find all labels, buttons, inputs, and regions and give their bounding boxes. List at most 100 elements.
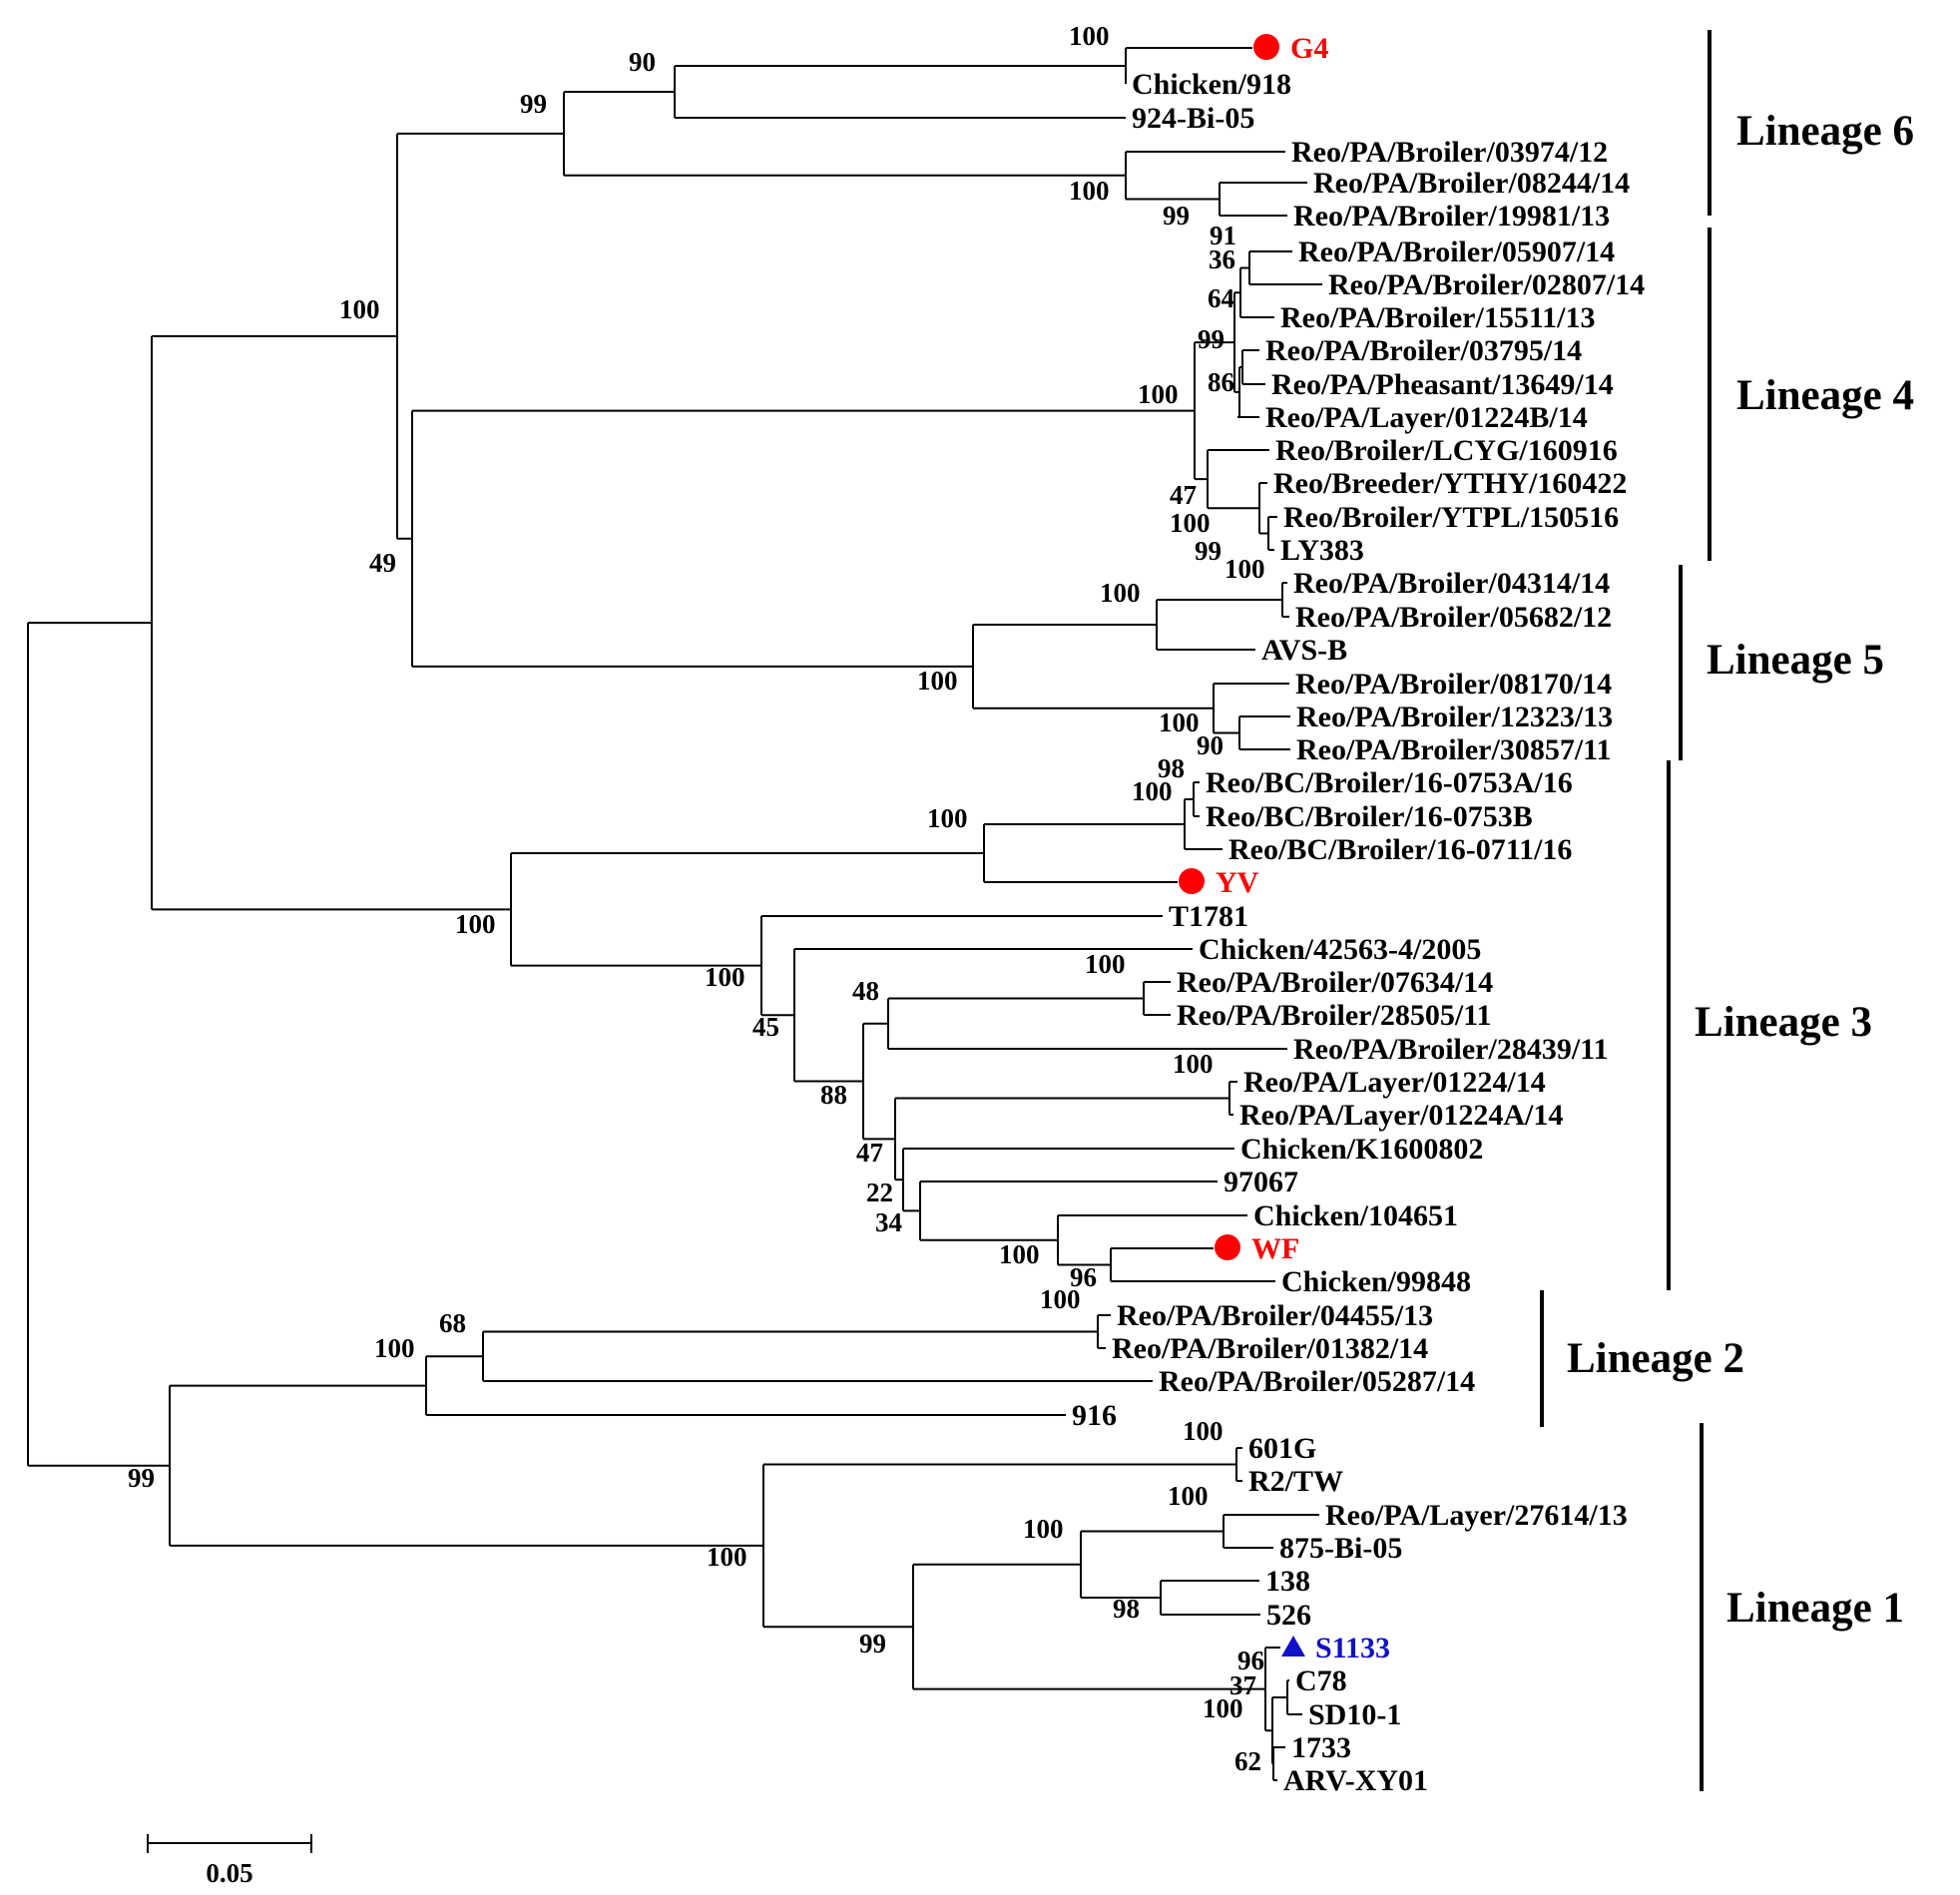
- leaf-label: Reo/Breeder/YTHY/160422: [1273, 467, 1627, 500]
- leaf-label: ARV-XY01: [1283, 1764, 1428, 1797]
- bootstrap-value: 47: [1170, 480, 1197, 510]
- bootstrap-value: 100: [1085, 949, 1126, 979]
- leaf-label: Reo/PA/Layer/01224/14: [1243, 1066, 1546, 1099]
- lineage-label: Lineage 6: [1736, 108, 1914, 155]
- leaf-label: Chicken/99848: [1281, 1265, 1471, 1298]
- leaf-label: Reo/BC/Broiler/16-0753B: [1206, 800, 1533, 833]
- leaf-label: R2/TW: [1248, 1465, 1343, 1498]
- leaf-label: Reo/PA/Broiler/05907/14: [1298, 236, 1615, 268]
- leaf-label: Reo/PA/Broiler/28505/11: [1177, 999, 1492, 1032]
- bootstrap-value: 98: [1158, 753, 1185, 783]
- leaf-label: 138: [1265, 1565, 1310, 1598]
- bootstrap-value: 64: [1208, 283, 1234, 313]
- red-circle-marker-icon: [1215, 1234, 1240, 1260]
- leaf-label: YV: [1216, 866, 1259, 899]
- leaf-label: 916: [1072, 1399, 1117, 1432]
- leaf-label: LY383: [1280, 534, 1364, 567]
- bootstrap-value: 34: [875, 1207, 902, 1237]
- bootstrap-value: 96: [1070, 1262, 1097, 1292]
- leaf-label: Reo/PA/Broiler/04314/14: [1293, 567, 1610, 600]
- leaf-label: AVS-B: [1261, 634, 1347, 667]
- bootstrap-value: 90: [629, 47, 656, 77]
- bootstrap-value: 90: [1197, 730, 1224, 760]
- leaf-label: Reo/PA/Layer/27614/13: [1325, 1499, 1628, 1532]
- bootstrap-value: 98: [1113, 1594, 1140, 1624]
- leaf-label: WF: [1251, 1232, 1299, 1265]
- leaf-label: 875-Bi-05: [1279, 1532, 1402, 1565]
- bootstrap-value: 86: [1208, 367, 1234, 397]
- bootstrap-value: 36: [1209, 244, 1235, 274]
- bootstrap-value: 99: [520, 89, 547, 119]
- leaf-label: Reo/PA/Broiler/05682/12: [1295, 601, 1612, 634]
- bootstrap-value: 99: [128, 1463, 155, 1493]
- lineage-label: Lineage 3: [1695, 999, 1872, 1046]
- leaf-label: 601G: [1248, 1432, 1316, 1465]
- bootstrap-value: 100: [1170, 508, 1211, 538]
- bootstrap-value: 100: [707, 1542, 747, 1572]
- bootstrap-value: 100: [1100, 578, 1141, 608]
- bootstrap-value: 88: [820, 1080, 847, 1110]
- bootstrap-value: 37: [1229, 1670, 1256, 1700]
- leaf-label: Reo/PA/Broiler/03795/14: [1265, 334, 1582, 367]
- bootstrap-value: 49: [369, 548, 396, 578]
- bootstrap-value: 48: [852, 976, 879, 1006]
- leaf-label: Reo/PA/Broiler/02807/14: [1328, 268, 1645, 301]
- lineage-label: Lineage 4: [1736, 372, 1914, 419]
- leaf-label: 924-Bi-05: [1132, 102, 1254, 135]
- leaf-label: 526: [1266, 1599, 1311, 1632]
- bootstrap-value: 100: [1168, 1481, 1209, 1511]
- red-circle-marker-icon: [1253, 34, 1279, 60]
- lineage-label: Lineage 2: [1567, 1335, 1744, 1382]
- bootstrap-value: 99: [859, 1629, 886, 1658]
- bootstrap-value: 100: [1023, 1514, 1064, 1544]
- bootstrap-value: 100: [1173, 1049, 1214, 1079]
- leaf-label: SD10-1: [1308, 1698, 1401, 1731]
- bootstrap-value: 100: [1040, 1284, 1081, 1314]
- bootstrap-value: 100: [999, 1239, 1040, 1269]
- leaf-label: Chicken/K1600802: [1240, 1133, 1483, 1166]
- leaf-label: Reo/PA/Broiler/15511/13: [1280, 301, 1596, 334]
- bootstrap-value: 100: [1183, 1416, 1224, 1446]
- leaf-label: Reo/PA/Pheasant/13649/14: [1271, 368, 1614, 401]
- bootstrap-value: 99: [1195, 536, 1222, 566]
- leaf-label: Reo/BC/Broiler/16-0753A/16: [1206, 766, 1573, 799]
- lineage-label: Lineage 1: [1726, 1585, 1904, 1632]
- leaf-label: Chicken/42563-4/2005: [1199, 933, 1481, 966]
- bootstrap-value: 45: [752, 1012, 779, 1042]
- bootstrap-value: 100: [927, 803, 968, 833]
- bootstrap-value: 100: [374, 1333, 415, 1363]
- bootstrap-value: 99: [1163, 201, 1190, 231]
- leaf-label: Reo/PA/Broiler/08170/14: [1295, 668, 1612, 701]
- leaf-label: 97067: [1224, 1166, 1298, 1198]
- leaf-label: G4: [1290, 32, 1328, 65]
- bootstrap-value: 100: [1159, 708, 1200, 737]
- bootstrap-value: 91: [1210, 221, 1236, 250]
- leaf-label: Reo/PA/Layer/01224A/14: [1239, 1099, 1563, 1132]
- bootstrap-value: 100: [455, 909, 496, 939]
- bootstrap-value: 22: [866, 1178, 893, 1207]
- leaf-label: Reo/PA/Broiler/19981/13: [1293, 200, 1610, 233]
- leaf-label: Reo/PA/Broiler/03974/12: [1291, 136, 1608, 169]
- bootstrap-value: 68: [439, 1308, 466, 1338]
- leaf-label: Reo/Broiler/YTPL/150516: [1283, 501, 1619, 534]
- leaf-label: Chicken/104651: [1253, 1199, 1458, 1232]
- bootstrap-value: 96: [1237, 1646, 1264, 1675]
- leaf-label: Chicken/918: [1132, 68, 1291, 101]
- leaf-label: Reo/PA/Broiler/08244/14: [1313, 167, 1630, 200]
- bootstrap-value: 100: [1069, 176, 1110, 206]
- leaf-label: S1133: [1315, 1632, 1390, 1664]
- scale-bar-label: 0.05: [206, 1858, 252, 1888]
- bootstrap-value: 100: [339, 294, 380, 324]
- leaf-label: C78: [1295, 1664, 1347, 1697]
- leaf-label: Reo/Broiler/LCYG/160916: [1275, 434, 1618, 467]
- bootstrap-value: 100: [1203, 1693, 1243, 1723]
- leaf-label: Reo/PA/Broiler/04455/13: [1117, 1299, 1433, 1332]
- bootstrap-value: 100: [705, 962, 745, 992]
- leaf-label: Reo/BC/Broiler/16-0711/16: [1228, 833, 1572, 866]
- blue-triangle-marker-icon: [1281, 1636, 1305, 1657]
- leaf-label: Reo/PA/Broiler/05287/14: [1159, 1365, 1475, 1398]
- bootstrap-value: 100: [917, 666, 958, 696]
- leaf-label: Reo/PA/Layer/01224B/14: [1265, 401, 1588, 434]
- red-circle-marker-icon: [1179, 868, 1205, 894]
